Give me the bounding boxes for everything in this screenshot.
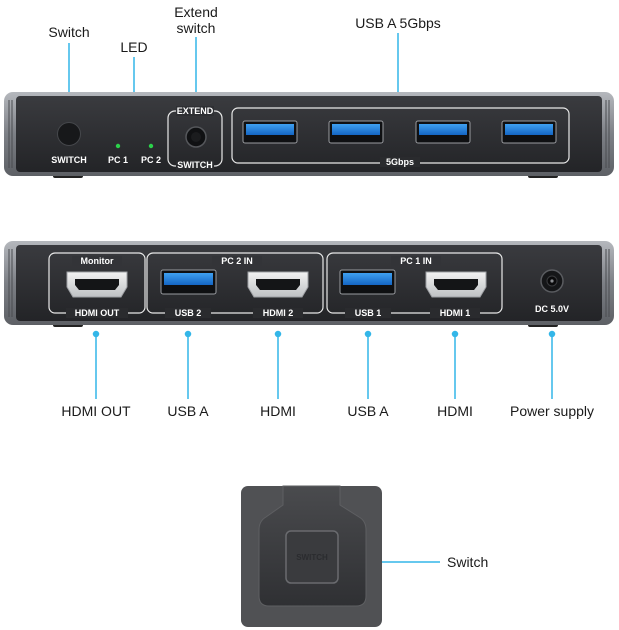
- callout-extend-line2: switch: [176, 20, 216, 36]
- front-switch-label: SWITCH: [51, 155, 87, 165]
- callout-hdmi-2: HDMI: [437, 403, 473, 419]
- usb1-port[interactable]: [339, 269, 396, 295]
- callout-usb-a-1: USB A: [167, 403, 209, 419]
- hdmi1-port[interactable]: [425, 271, 487, 298]
- callout-usb-5gbps: USB A 5Gbps: [355, 15, 441, 31]
- led-pc2-label: PC 2: [141, 155, 161, 165]
- callout-power-supply: Power supply: [509, 403, 595, 419]
- wired-switch-button: SWITCH: [241, 485, 382, 627]
- hdmi2-label: HDMI 2: [263, 308, 294, 318]
- callout-usb-a-2: USB A: [347, 403, 389, 419]
- hdmi1-label-bg: [430, 308, 480, 318]
- pc2-label-bg: [212, 256, 262, 266]
- led-pc1-indicator: [115, 143, 121, 149]
- callout-led: LED: [120, 39, 148, 55]
- pc1-group-frame: [326, 252, 503, 314]
- callout-extend-switch: Extend switch: [174, 4, 218, 36]
- usb2-port[interactable]: [160, 269, 217, 295]
- usb2-label: USB 2: [175, 308, 202, 318]
- front-usb-port-4[interactable]: [501, 120, 557, 144]
- front-usb-port-2[interactable]: [328, 120, 384, 144]
- pc2-group-frame: [146, 252, 324, 314]
- front-usb-port-3[interactable]: [415, 120, 471, 144]
- callout-switch: Switch: [48, 24, 90, 40]
- callout-button-switch: Switch: [447, 554, 489, 570]
- extend-bottom-label: SWITCH: [177, 160, 213, 170]
- pc2-in-label: PC 2 IN: [221, 256, 253, 266]
- extend-top-label-bg: [176, 106, 214, 116]
- front-switch-button[interactable]: [57, 122, 81, 146]
- led-pc2-indicator: [148, 143, 154, 149]
- pc1-label-bg: [391, 256, 441, 266]
- usb-group-label: 5Gbps: [386, 157, 414, 167]
- callout-extend-line1: Extend: [174, 4, 218, 20]
- front-body: [16, 96, 602, 172]
- rear-body: [16, 245, 602, 321]
- extend-bottom-label-bg: [176, 160, 214, 170]
- extend-switch-inner: [191, 132, 201, 142]
- hdmi2-port[interactable]: [247, 271, 309, 298]
- hdmi-out-label-bg: [66, 308, 128, 318]
- usb1-label: USB 1: [355, 308, 382, 318]
- front-panel: SWITCH PC 1 PC 2 EXTEND SWITCH 5Gbps: [4, 92, 614, 178]
- monitor-label: Monitor: [81, 256, 114, 266]
- dc-jack[interactable]: [540, 269, 564, 293]
- extend-top-label: EXTEND: [177, 106, 214, 116]
- usb2-label-bg: [165, 308, 211, 318]
- hdmi2-label-bg: [253, 308, 303, 318]
- button-switch-key[interactable]: [285, 530, 339, 584]
- rear-panel: Monitor HDMI OUT PC 2 IN USB 2 HDMI 2 PC…: [4, 241, 614, 327]
- button-switch-label: SWITCH: [296, 553, 328, 562]
- callout-hdmi-out: HDMI OUT: [61, 403, 131, 419]
- hdmi1-label: HDMI 1: [440, 308, 471, 318]
- dc-label: DC 5.0V: [535, 304, 569, 314]
- monitor-label-bg: [72, 256, 122, 266]
- usb1-label-bg: [345, 308, 391, 318]
- pc1-in-label: PC 1 IN: [400, 256, 432, 266]
- front-ribs: [8, 100, 610, 168]
- callout-hdmi-1: HDMI: [260, 403, 296, 419]
- hdmi-out-label: HDMI OUT: [75, 308, 120, 318]
- hdmi-out-port[interactable]: [66, 271, 128, 298]
- rear-ribs: [8, 249, 610, 317]
- front-usb-port-1[interactable]: [242, 120, 298, 144]
- led-pc1-label: PC 1: [108, 155, 128, 165]
- usb-group-label-bg: [380, 157, 420, 167]
